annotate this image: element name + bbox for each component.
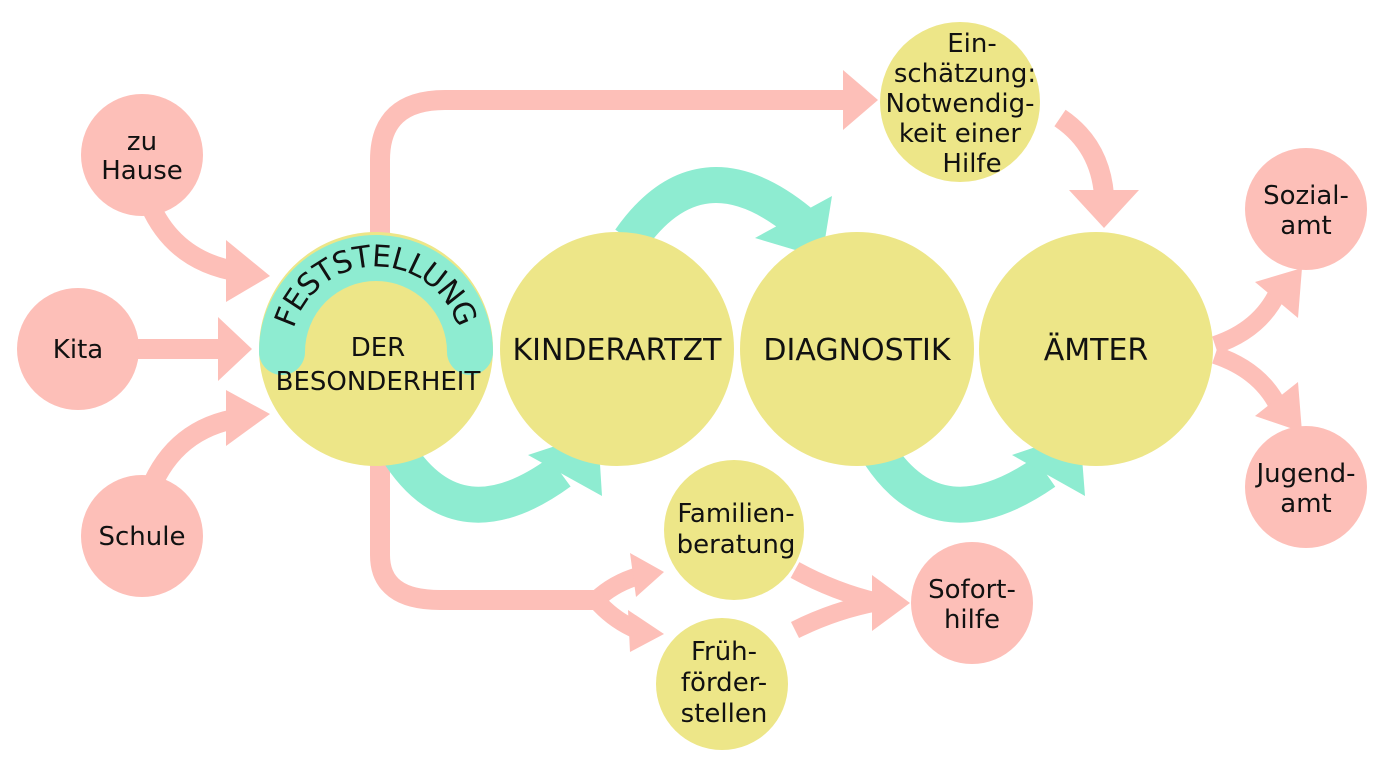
arrowhead-youth bbox=[1255, 382, 1302, 432]
feststellung-arc-band bbox=[259, 235, 493, 375]
node-kinderarzt: KINDERARTZT bbox=[500, 232, 734, 466]
arrowhead-school bbox=[226, 390, 270, 446]
arrow-feststellung-to-assessment bbox=[370, 90, 850, 240]
node-assessment-line-4: keit einer bbox=[899, 119, 1022, 149]
node-school: Schule bbox=[81, 475, 203, 597]
node-assessment: Ein- schätzung: Notwendig- keit einer Hi… bbox=[880, 22, 1040, 182]
arrow-feststellung-to-services bbox=[370, 465, 600, 610]
node-diagnostik: DIAGNOSTIK bbox=[740, 232, 974, 466]
arrowhead-early bbox=[628, 610, 664, 652]
arrowhead-aemter-top bbox=[1069, 190, 1139, 228]
pink-connectors bbox=[135, 70, 1302, 652]
node-early-line-3: stellen bbox=[681, 699, 768, 729]
node-diagnostik-label: DIAGNOSTIK bbox=[763, 333, 951, 368]
arrowhead-immediate bbox=[872, 575, 910, 631]
node-youth-line-1: Jugend- bbox=[1254, 459, 1355, 489]
arrowhead-assessment bbox=[843, 70, 878, 130]
arrowhead-family bbox=[630, 553, 664, 597]
node-home-line-1: zu bbox=[127, 127, 157, 157]
arrow-aemter-to-youth bbox=[1211, 346, 1287, 411]
node-assessment-line-2: schätzung: bbox=[894, 59, 1036, 89]
node-assessment-line-3: Notwendig- bbox=[886, 89, 1035, 119]
arrowhead-home bbox=[226, 240, 270, 302]
node-feststellung: FESTSTELLUNG DER BESONDERHEIT bbox=[259, 232, 493, 466]
node-social-line-1: Sozial- bbox=[1263, 181, 1349, 211]
node-immediate-line-1: Sofort- bbox=[928, 575, 1016, 605]
teal-connectors bbox=[385, 167, 1085, 523]
node-kita: Kita bbox=[17, 288, 139, 410]
node-home: zu Hause bbox=[81, 94, 203, 216]
arrow-early-to-immediate bbox=[790, 593, 880, 639]
node-early-intervention: Früh- förder- stellen bbox=[656, 618, 788, 750]
arrow-kita-to-feststellung bbox=[135, 339, 225, 359]
node-kita-label: Kita bbox=[53, 335, 103, 365]
node-home-line-2: Hause bbox=[101, 156, 183, 186]
node-social-line-2: amt bbox=[1280, 211, 1331, 241]
arrow-diagnostik-to-aemter bbox=[865, 444, 1056, 523]
node-feststellung-line-1: DER bbox=[351, 333, 406, 363]
node-immediate-line-2: hilfe bbox=[944, 605, 1000, 635]
node-family-counselling: Familien- beratung bbox=[664, 460, 804, 600]
node-youth-line-2: amt bbox=[1280, 489, 1331, 519]
node-immediate-help: Sofort- hilfe bbox=[911, 542, 1033, 664]
node-feststellung-line-2: BESONDERHEIT bbox=[276, 367, 481, 397]
arrow-kinderarzt-to-diagnostik bbox=[615, 167, 812, 251]
arrowhead-social bbox=[1255, 268, 1302, 318]
node-early-line-2: förder- bbox=[681, 668, 767, 698]
node-aemter: ÄMTER bbox=[979, 232, 1213, 466]
arrowhead-kita bbox=[218, 317, 252, 381]
arrow-assessment-to-aemter bbox=[1054, 109, 1114, 197]
node-family-line-1: Familien- bbox=[677, 499, 794, 529]
node-family-line-2: beratung bbox=[677, 530, 796, 560]
node-assessment-line-5: Hilfe bbox=[942, 149, 1001, 179]
node-social-office: Sozial- amt bbox=[1245, 148, 1367, 270]
node-early-line-1: Früh- bbox=[691, 637, 757, 667]
arrow-aemter-to-social bbox=[1211, 287, 1287, 354]
arrow-feststellung-to-kinderarzt bbox=[385, 444, 571, 523]
node-youth-office: Jugend- amt bbox=[1245, 426, 1367, 548]
node-school-label: Schule bbox=[99, 522, 186, 552]
node-kinderarzt-label: KINDERARTZT bbox=[512, 333, 722, 368]
node-assessment-line-1: Ein- bbox=[947, 29, 997, 59]
node-aemter-label: ÄMTER bbox=[1044, 332, 1149, 368]
